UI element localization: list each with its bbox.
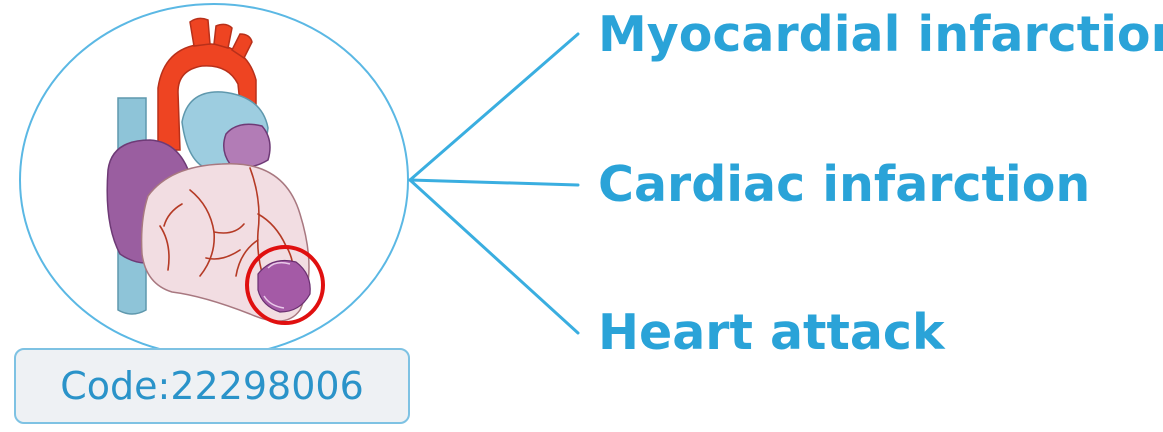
concept-code-label: Code:22298006: [60, 364, 364, 408]
synonym-cardiac-infarction: Cardiac infarction: [598, 160, 1090, 209]
synonym-myocardial-infarction: Myocardial infarction: [598, 10, 1163, 59]
synonym-heart-attack: Heart attack: [598, 308, 945, 357]
connector-line-2: [410, 180, 578, 333]
infarct-area: [258, 261, 310, 313]
aorta-branch-1: [190, 18, 210, 46]
concept-code-badge: Code:22298006: [14, 348, 410, 424]
left-atrium: [224, 124, 270, 167]
aorta-branch-2: [214, 24, 232, 48]
connector-lines: [410, 34, 578, 333]
connector-line-0: [410, 34, 578, 180]
connector-line-1: [410, 180, 578, 185]
